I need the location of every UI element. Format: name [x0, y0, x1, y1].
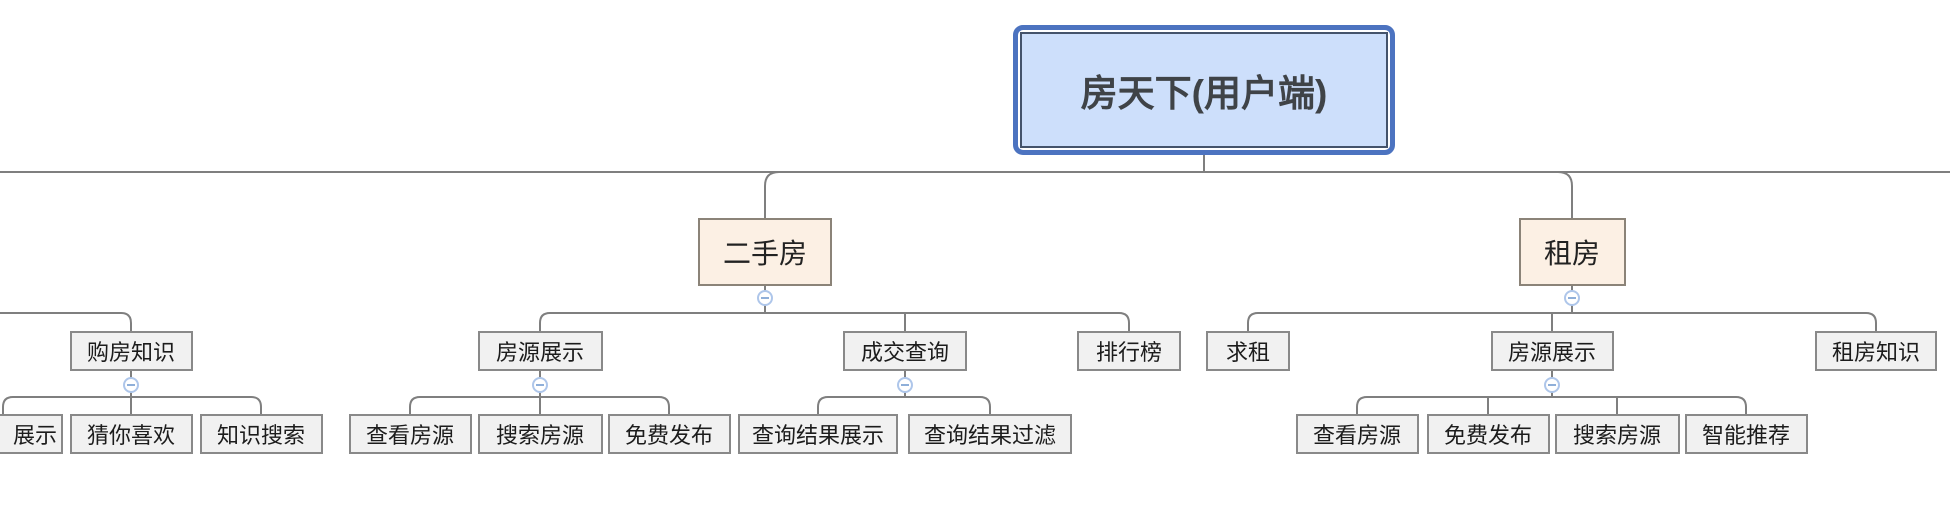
node-label: 知识搜索 — [216, 423, 305, 448]
node-deal-query[interactable]: 成交查询 — [843, 331, 967, 371]
node-guess-you-like[interactable]: 猜你喜欢 — [69, 414, 193, 454]
node-label: 房源展示 — [1507, 340, 1596, 365]
node-house-buying-knowledge[interactable]: 购房知识 — [69, 331, 193, 371]
node-label: 猜你喜欢 — [86, 423, 175, 448]
connector — [0, 312, 132, 331]
node-view-listings-2[interactable]: 查看房源 — [1295, 414, 1419, 454]
node-search-listings-1[interactable]: 搜索房源 — [477, 414, 603, 454]
collapse-toggle-deal-query[interactable] — [897, 377, 913, 393]
node-free-publish-2[interactable]: 免费发布 — [1426, 414, 1550, 454]
node-label: 二手房 — [722, 238, 807, 269]
connector — [0, 155, 1950, 218]
node-query-result-display[interactable]: 查询结果展示 — [738, 414, 898, 454]
collapse-toggle-renting[interactable] — [1564, 290, 1580, 306]
node-label: 智能推荐 — [1701, 423, 1790, 448]
node-label: 展示 — [12, 423, 57, 448]
node-label: 房源展示 — [495, 340, 584, 365]
node-display-clipped[interactable]: 展示 — [0, 414, 63, 454]
node-listing-display-1[interactable]: 房源展示 — [477, 331, 603, 371]
node-label: 租房知识 — [1831, 340, 1920, 365]
node-label: 搜索房源 — [1572, 423, 1661, 448]
node-smart-recommend[interactable]: 智能推荐 — [1684, 414, 1808, 454]
node-label: 搜索房源 — [495, 423, 584, 448]
root-node[interactable]: 房天下(用户端) — [1013, 25, 1395, 155]
collapse-toggle-buying-knowledge[interactable] — [123, 377, 139, 393]
node-label: 求租 — [1225, 340, 1270, 365]
connector — [539, 286, 1130, 331]
node-renting-knowledge[interactable]: 租房知识 — [1815, 331, 1937, 371]
node-knowledge-search[interactable]: 知识搜索 — [199, 414, 323, 454]
node-label: 查询结果过滤 — [923, 423, 1056, 448]
node-label: 查看房源 — [1312, 423, 1401, 448]
node-second-hand-house[interactable]: 二手房 — [698, 218, 832, 286]
node-label: 查看房源 — [365, 423, 454, 448]
root-node-box: 房天下(用户端) — [1020, 32, 1388, 148]
node-label: 租房 — [1543, 238, 1600, 269]
collapse-toggle-second-hand-house[interactable] — [757, 290, 773, 306]
node-label: 免费发布 — [624, 423, 713, 448]
node-label: 排行榜 — [1095, 340, 1162, 365]
node-label: 查询结果展示 — [751, 423, 884, 448]
node-ranking-list[interactable]: 排行榜 — [1077, 331, 1181, 371]
connector — [1247, 286, 1877, 331]
collapse-toggle-listing-display-1[interactable] — [532, 377, 548, 393]
collapse-toggle-listing-display-2[interactable] — [1544, 377, 1560, 393]
node-label: 房天下(用户端) — [1080, 73, 1328, 114]
node-rent-seeking[interactable]: 求租 — [1206, 331, 1290, 371]
node-listing-display-2[interactable]: 房源展示 — [1490, 331, 1614, 371]
node-query-result-filter[interactable]: 查询结果过滤 — [908, 414, 1072, 454]
node-label: 成交查询 — [860, 340, 949, 365]
node-free-publish-1[interactable]: 免费发布 — [607, 414, 731, 454]
node-label: 购房知识 — [86, 340, 175, 365]
node-renting[interactable]: 租房 — [1518, 218, 1626, 286]
node-search-listings-2[interactable]: 搜索房源 — [1554, 414, 1680, 454]
node-view-listings-1[interactable]: 查看房源 — [348, 414, 472, 454]
node-label: 免费发布 — [1443, 423, 1532, 448]
